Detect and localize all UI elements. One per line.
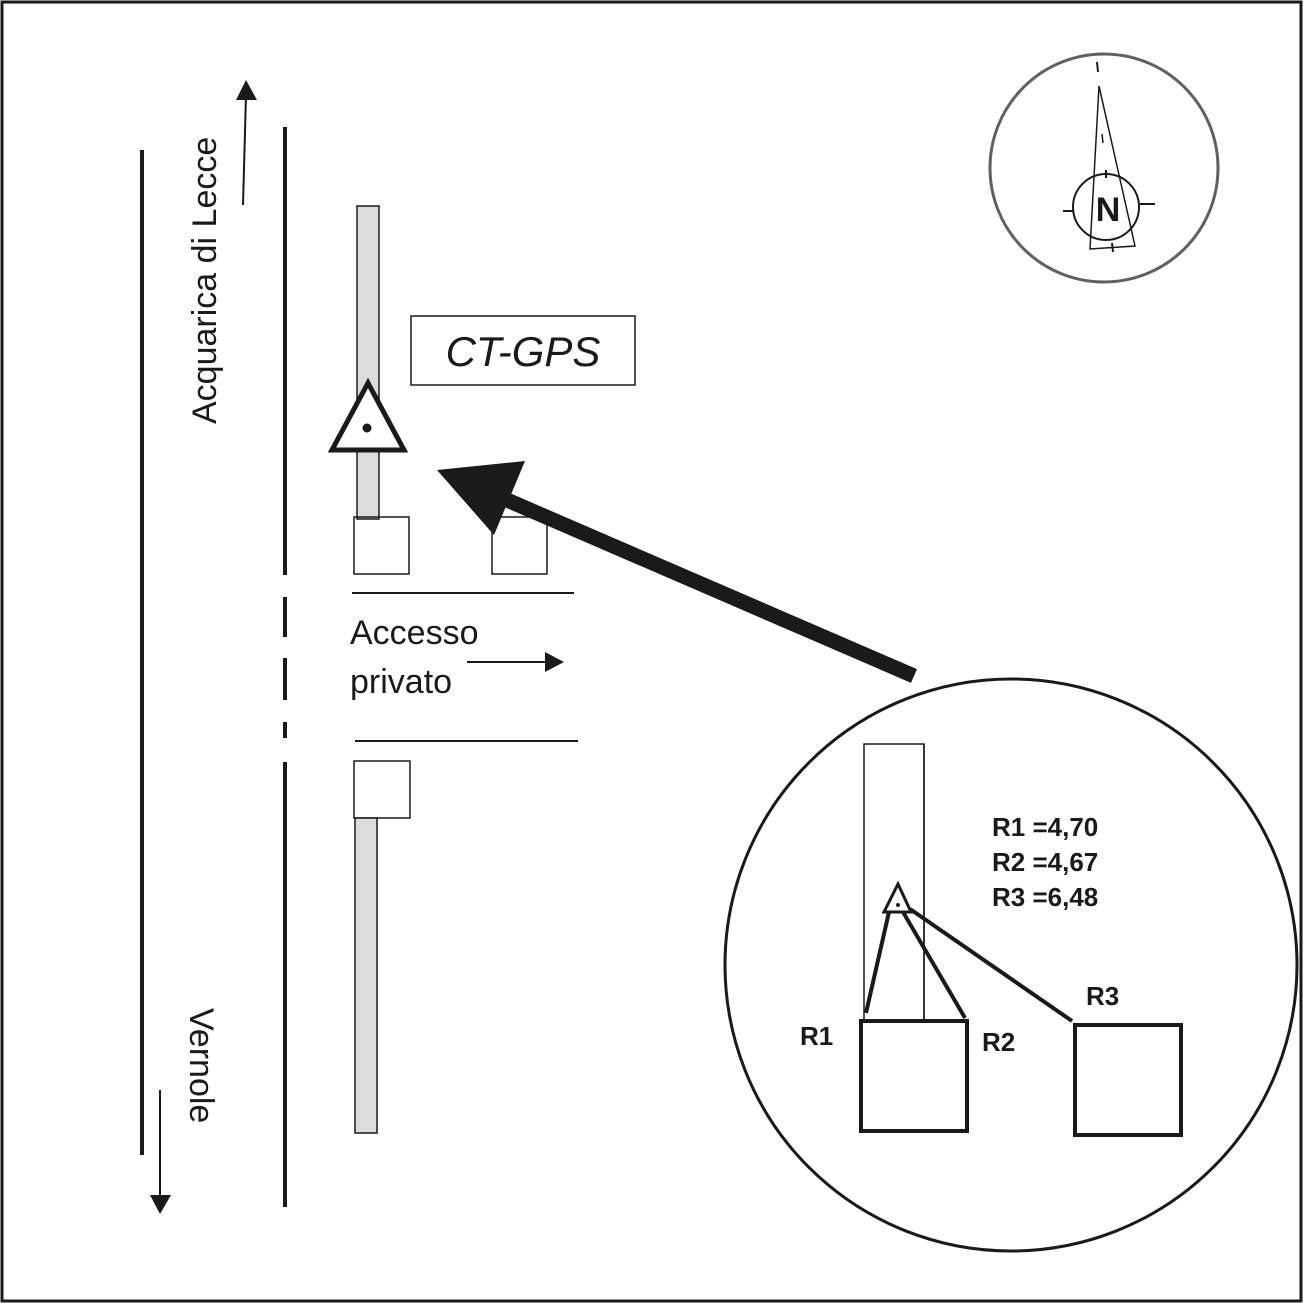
arrow-down-icon <box>150 1090 171 1214</box>
access-label-line2: privato <box>350 663 452 701</box>
arrow-up-icon <box>236 80 257 206</box>
pillar-south <box>353 760 411 819</box>
reference-label-r2: R2 <box>982 1027 1015 1057</box>
measurement-r3: R3 =6,48 <box>992 882 1098 912</box>
measurement-r1: R1 =4,70 <box>992 812 1098 842</box>
inset-pillar-right <box>1073 1023 1183 1137</box>
north-compass-icon <box>988 52 1220 284</box>
reference-label-r1: R1 <box>800 1021 833 1051</box>
gps-station-marker-icon <box>327 377 409 453</box>
station-label-box <box>410 315 636 386</box>
reference-label-r3: R3 <box>1086 981 1119 1011</box>
wall-north <box>356 205 380 520</box>
south-destination-label: Vernole <box>182 1008 220 1123</box>
distance-line-r3 <box>908 907 1074 1023</box>
compass-north-letter: N <box>1096 191 1121 229</box>
inset-pillar-left <box>859 1019 969 1133</box>
station-label: CT-GPS <box>446 328 601 375</box>
gate-pillar-left <box>353 516 410 575</box>
north-destination-label: Acquarica di Lecce <box>186 137 224 424</box>
distance-line-r1 <box>864 911 891 1014</box>
gate-pillar-right <box>491 516 548 575</box>
detail-inset-circle <box>723 677 1299 1253</box>
distance-line-r2 <box>901 910 967 1020</box>
wall-south <box>354 817 378 1134</box>
inset-gps-marker-icon <box>881 880 914 914</box>
arrow-right-icon <box>467 652 564 672</box>
pointer-arrow-icon <box>437 461 917 683</box>
measurement-r2: R2 =4,67 <box>992 847 1098 877</box>
access-label-line1: Accesso <box>350 614 479 652</box>
